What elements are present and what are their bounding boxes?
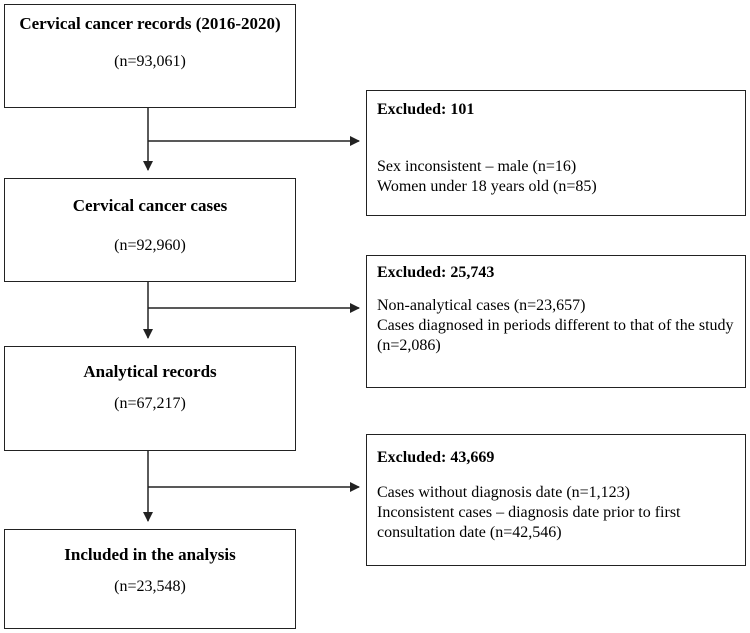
step-count: (n=23,548) xyxy=(114,578,186,595)
step-box-cases: Cervical cancer cases (n=92,960) xyxy=(4,178,296,282)
step-count: (n=93,061) xyxy=(114,53,186,70)
step-box-records: Cervical cancer records (2016-2020) (n=9… xyxy=(4,4,296,108)
exclusion-item: Cases diagnosed in periods different to … xyxy=(377,317,734,354)
step-count: (n=67,217) xyxy=(114,395,186,412)
exclusion-box-3: Excluded: 43,669 Cases without diagnosis… xyxy=(366,434,746,566)
exclusion-item: Women under 18 years old (n=85) xyxy=(377,178,597,195)
step-box-analytical: Analytical records (n=67,217) xyxy=(4,346,296,451)
step-box-included: Included in the analysis (n=23,548) xyxy=(4,529,296,629)
step-title: Analytical records xyxy=(83,362,217,381)
exclusion-item: Non-analytical cases (n=23,657) xyxy=(377,297,586,314)
step-title: Included in the analysis xyxy=(64,545,236,564)
step-count: (n=92,960) xyxy=(114,237,186,254)
exclusion-title: Excluded: 101 xyxy=(377,101,475,118)
exclusion-title: Excluded: 43,669 xyxy=(377,449,495,466)
exclusion-item: Cases without diagnosis date (n=1,123) xyxy=(377,484,630,501)
exclusion-box-2: Excluded: 25,743 Non-analytical cases (n… xyxy=(366,255,746,388)
exclusion-item: Sex inconsistent – male (n=16) xyxy=(377,158,577,175)
exclusion-item: Inconsistent cases – diagnosis date prio… xyxy=(377,504,681,541)
step-title: Cervical cancer cases xyxy=(72,196,228,215)
exclusion-box-1: Excluded: 101 Sex inconsistent – male (n… xyxy=(366,90,746,216)
exclusion-title: Excluded: 25,743 xyxy=(377,264,495,281)
step-title: Cervical cancer records (2016-2020) xyxy=(19,14,281,33)
